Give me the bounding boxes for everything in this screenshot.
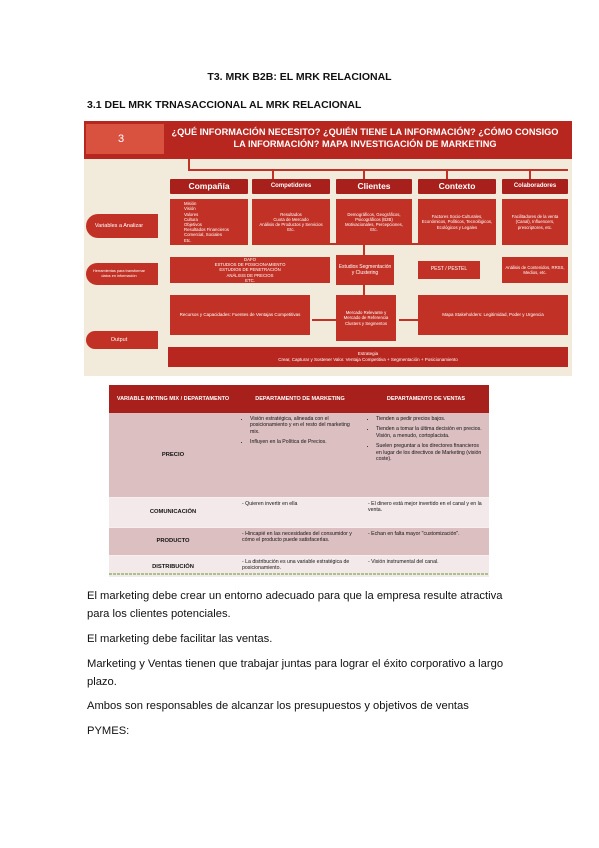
row-label-variables: Variables a Analizar [86,214,158,238]
list-item: Tienden a pedir precios bajos. [376,416,484,422]
list-item: Suelen preguntar a los directores financ… [376,443,484,462]
cell-ventas: - El dinero está mejor invertido en el c… [363,497,489,528]
list-item: Tienden a tomar la última decisión en pr… [376,426,484,439]
row-label-producto: PRODUCTO [109,527,237,556]
list-item: Visión estratégica, alineada con el posi… [250,416,358,435]
paragraph: PYMES: [87,725,130,737]
connector-line [399,319,423,321]
connector-line [363,243,365,255]
table-row: PRECIO Visión estratégica, alineada con … [109,413,489,498]
cell-output-right: Mapa Stakeholders: Legitimidad, Poder y … [418,295,568,335]
decorative-divider [109,573,489,575]
table-header-row: VARIABLE MKTING MIX / DEPARTAMENTO DEPAR… [109,385,489,413]
cell-colaboradores-variables: Facilitadores de la venta (Canal), Influ… [502,199,568,245]
cell-marketing: Visión estratégica, alineada con el posi… [237,413,363,498]
cell-ventas: Tienden a pedir precios bajos. Tienden a… [363,413,489,498]
column-header-compania: Compañía [170,179,248,194]
strategy-text: Crear, Capturar y Sostener Valor. Ventaj… [278,357,458,362]
list-item: Influyen en la Política de Precios. [250,439,358,445]
column-header-clientes: Clientes [336,179,412,194]
row-label-precio: PRECIO [109,413,237,498]
connector-line [446,169,448,179]
figure-header-band [84,121,572,159]
connector-line [363,169,365,179]
cell-colaboradores-tools: Análisis de Contenidos, RRSS, Medios, et… [502,257,568,283]
table-header: DEPARTAMENTO DE MARKETING [237,385,363,413]
figure-question-title: ¿QUÉ INFORMACIÓN NECESITO? ¿QUIÉN TIENE … [171,127,559,149]
column-header-colaboradores: Colaboradores [502,179,568,194]
column-header-contexto: Contexto [418,179,496,194]
cell-ventas: - Echan en falta mayor "customización". [363,527,489,556]
row-label-distribucion: DISTRIBUCIÓN [109,555,237,577]
table-header: VARIABLE MKTING MIX / DEPARTAMENTO [109,385,237,413]
row-label-comunicacion: COMUNICACIÓN [109,497,237,528]
document-title: T3. MRK B2B: EL MRK RELACIONAL [207,71,392,83]
cell-output-left: Recursos y Capacidades: Fuentes de Venta… [170,295,310,335]
cell-output-center: Mercado Relevante y Mercado de Referenci… [336,295,396,341]
cell-competidores-variables: Resultados Cuota de Mercado Análisis de … [252,199,330,245]
table-row: DISTRIBUCIÓN - La distribución es una va… [109,555,489,577]
connector-line [272,169,274,179]
mix-comparison-table-figure: VARIABLE MKTING MIX / DEPARTAMENTO DEPAR… [109,385,489,577]
strategy-band: Estrategia Crear, Capturar y Sostener Va… [168,347,568,367]
connector-line [188,169,568,171]
cell-compania-variables: Misión Visión Valores Cultura Objetivos … [170,199,248,245]
cell-marketing: - La distribución es una variable estrat… [237,555,363,577]
paragraph: El marketing debe facilitar las ventas. [87,633,273,645]
table-header: DEPARTAMENTO DE VENTAS [363,385,489,413]
row-label-output: Output [86,331,158,349]
cell-ventas: - Visión instrumental del canal. [363,555,489,577]
paragraph: El marketing debe crear un entorno adecu… [87,590,503,620]
table-row: COMUNICACIÓN - Quieren invertir en ella … [109,497,489,528]
paragraph: Marketing y Ventas tienen que trabajar j… [87,658,504,688]
figure-number-tab: 3 [86,124,164,154]
cell-marketing: - Quieren invertir en ella [237,497,363,528]
research-map-figure: 3 ¿QUÉ INFORMACIÓN NECESITO? ¿QUIÉN TIEN… [84,121,572,376]
cell-contexto-variables: Factores Socio-Culturales, Económicos, P… [418,199,496,245]
column-header-competidores: Competidores [252,179,330,194]
connector-line [363,283,365,295]
cell-clientes-variables: Demográficos, Geográficos, Psicográficos… [336,199,412,245]
connector-line [188,159,190,171]
table-row: PRODUCTO - Hincapié en las necesidades d… [109,527,489,556]
row-label-tools: Herramientas para transformar datos en i… [86,263,158,285]
paragraph: Ambos son responsables de alcanzar los p… [87,700,469,712]
connector-line [529,169,531,179]
mix-comparison-table: VARIABLE MKTING MIX / DEPARTAMENTO DEPAR… [109,385,489,577]
cell-contexto-tools: PEST / PESTEL [418,261,480,279]
cell-marketing: - Hincapié en las necesidades del consum… [237,527,363,556]
cell-compania-tools: DAFO ESTUDIOS DE POSICIONAMIENTO ESTUDIO… [170,257,330,283]
section-heading: 3.1 DEL MRK TRNASACCIONAL AL MRK RELACIO… [87,99,362,111]
strategy-title: Estrategia [357,351,379,356]
cell-clientes-tools: Estudios Segmentación y Clustering [336,255,394,285]
